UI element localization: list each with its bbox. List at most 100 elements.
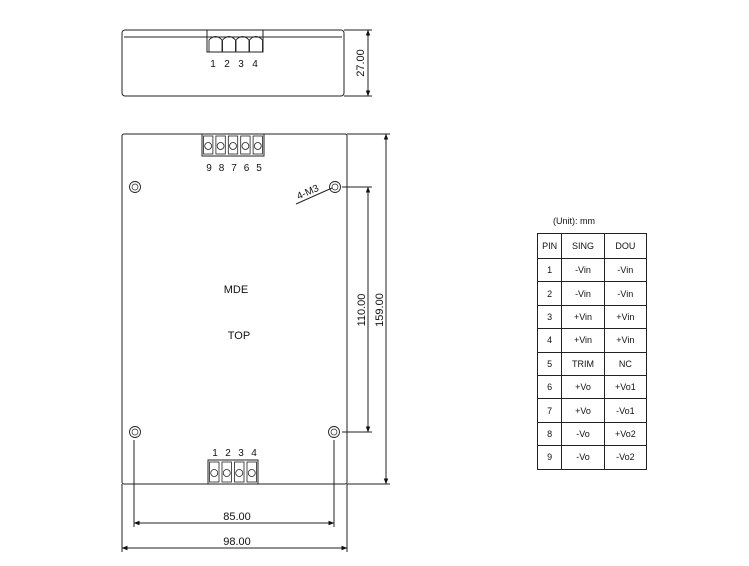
dou-cell: -Vo2 — [603, 445, 648, 470]
dou-cell: +Vin — [603, 328, 648, 353]
terminal-screw — [229, 142, 237, 150]
terminal-cell — [240, 135, 251, 155]
height-dim: 159.00 — [374, 293, 386, 327]
dou-cell: -Vin — [603, 257, 648, 283]
pin-row: 6+Vo+Vo1 — [536, 374, 648, 400]
pin-number-cell: 5 — [536, 351, 563, 376]
dou-header: DOU — [603, 233, 648, 259]
sing-cell: -Vo — [561, 445, 605, 470]
terminal-housing — [207, 459, 259, 485]
pin-number-label: 5 — [256, 163, 262, 174]
pin-number-label: 8 — [219, 163, 225, 174]
sing-header: SING — [561, 233, 605, 259]
sing-cell: TRIM — [561, 351, 605, 376]
pin-number-label: 7 — [231, 163, 237, 174]
pin-number-label: 3 — [238, 448, 244, 459]
mounting-hole — [329, 181, 341, 193]
side-terminal-block — [208, 36, 263, 52]
sing-cell: +Vo — [561, 398, 605, 423]
pin-number-cell: 1 — [536, 257, 563, 283]
sing-cell: -Vin — [561, 257, 605, 283]
model-label: MDE — [224, 284, 248, 296]
mounting-hole — [328, 426, 340, 438]
dou-cell: +Vo2 — [603, 421, 648, 447]
terminal-screw — [216, 142, 225, 150]
pin-number-label: 2 — [224, 59, 230, 70]
dou-cell: +Vo1 — [603, 374, 648, 400]
terminal-cell — [234, 461, 245, 483]
pin-number-cell: 6 — [536, 374, 563, 400]
terminal-cell — [203, 135, 214, 155]
pin-row: 8-Vo+Vo2 — [536, 421, 648, 447]
terminal-screw — [204, 142, 213, 150]
mounting-hole-inner — [331, 183, 339, 191]
pin-number-label: 6 — [244, 163, 250, 174]
view-label: TOP — [228, 330, 250, 342]
pin-number-cell: 8 — [536, 421, 563, 447]
sing-cell: +Vin — [561, 304, 605, 330]
mounting-hole — [129, 181, 141, 193]
side-terminal — [208, 36, 223, 52]
mounting-hole-inner — [131, 428, 139, 436]
side-view — [121, 29, 372, 97]
pin-number-label: 4 — [251, 448, 257, 459]
terminal-screw — [241, 142, 250, 150]
side-terminal — [249, 36, 263, 52]
hole-width-dim: 85.00 — [223, 511, 251, 523]
pin-number-cell: 2 — [536, 281, 563, 306]
terminal-screw — [210, 469, 219, 477]
pin-table-header: PIN SING DOU — [536, 233, 648, 259]
pin-row: 9-Vo-Vo2 — [536, 445, 648, 470]
dou-cell: +Vin — [603, 304, 648, 330]
pin-number-label: 9 — [206, 163, 212, 174]
side-height-dim: 27.00 — [355, 49, 367, 77]
top-view — [121, 133, 390, 552]
side-view-body — [121, 29, 345, 97]
terminal-cell — [209, 461, 220, 483]
mounting-holes — [129, 181, 341, 438]
mounting-hole-inner — [330, 428, 338, 436]
terminal-cell — [252, 135, 263, 155]
mounting-hole — [129, 426, 141, 438]
top-terminal-block — [201, 133, 265, 157]
dou-cell: -Vin — [603, 281, 648, 306]
terminal-housing — [201, 133, 265, 157]
side-terminal — [235, 36, 250, 52]
pin-number-cell: 3 — [536, 304, 563, 330]
pin-row: 2-Vin-Vin — [536, 281, 648, 306]
terminal-screw — [253, 142, 262, 150]
side-terminal — [222, 36, 236, 52]
unit-note: (Unit): mm — [553, 216, 595, 226]
sing-cell: -Vo — [561, 421, 605, 447]
terminal-cell — [221, 461, 232, 483]
pin-number-label: 4 — [252, 59, 258, 70]
pin-number-label: 3 — [238, 59, 244, 70]
dou-cell: NC — [603, 351, 648, 376]
pin-number-label: 2 — [225, 448, 231, 459]
pin-row: 7+Vo-Vo1 — [536, 398, 648, 423]
pin-number-cell: 4 — [536, 328, 563, 353]
pin-number-label: 1 — [210, 59, 216, 70]
sing-cell: -Vin — [561, 281, 605, 306]
bottom-terminal-block — [207, 459, 259, 485]
terminal-cell — [246, 461, 257, 483]
terminal-screw — [235, 469, 244, 477]
mount-label: 4-M3 — [295, 183, 321, 202]
terminal-screw — [222, 469, 231, 477]
sing-cell: +Vo — [561, 374, 605, 400]
pin-row: 1-Vin-Vin — [536, 257, 648, 283]
terminal-cell — [227, 135, 239, 155]
pin-number-cell: 7 — [536, 398, 563, 423]
dou-cell: -Vo1 — [603, 398, 648, 423]
pin-number-label: 1 — [212, 448, 218, 459]
terminal-cell — [215, 135, 226, 155]
pin-number-cell: 9 — [536, 445, 563, 470]
width-dim: 98.00 — [223, 536, 251, 548]
hole-height-dim: 110.00 — [356, 294, 368, 327]
